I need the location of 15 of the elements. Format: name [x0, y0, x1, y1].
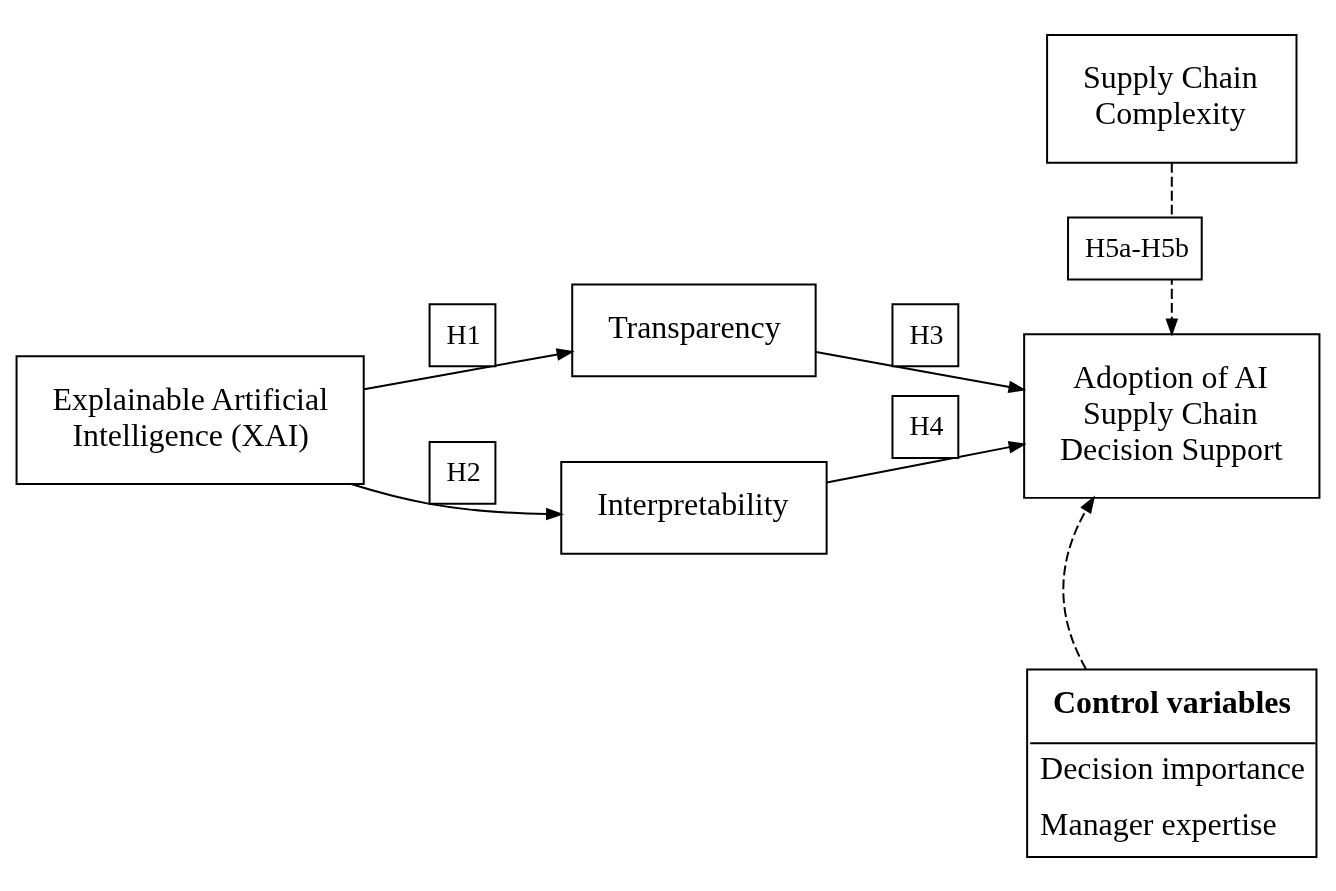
arrow	[825, 440, 1027, 484]
node-box: Supply Chain Complexity	[1046, 33, 1298, 164]
node-box: Adoption of AI Supply Chain Decision Support	[1023, 332, 1321, 499]
edge-label: H4	[909, 409, 944, 441]
arrow	[363, 347, 575, 390]
node-box: Explainable Artificial Intelligence (XAI)	[15, 354, 365, 485]
edge-label: H2	[446, 455, 481, 487]
arrow	[1062, 495, 1096, 670]
edge-label: H3	[909, 318, 944, 350]
edge-label: H1	[446, 318, 481, 350]
edge-label: H5a-H5b	[1085, 231, 1189, 263]
arrow	[350, 482, 565, 520]
node-box: Transparency	[571, 282, 817, 377]
node-box: Interpretability	[560, 460, 828, 555]
arrow	[815, 350, 1027, 393]
